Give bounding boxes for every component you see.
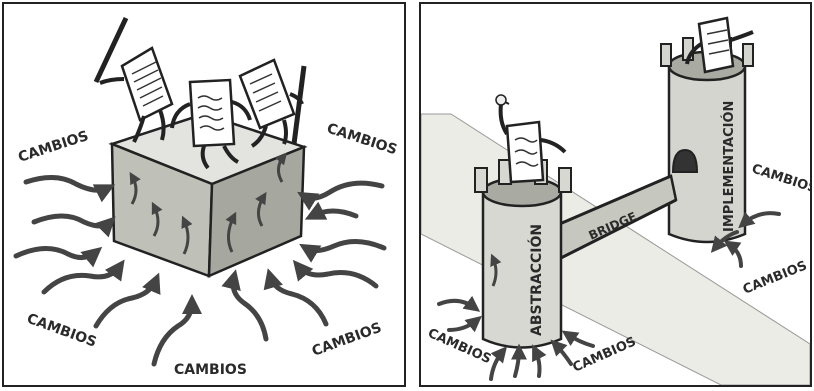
implementation-tower: [661, 18, 753, 242]
abstraction-tower-label: ABSTRACCIÓN: [527, 224, 545, 336]
implementation-tower-label: IMPLEMENTACIÓN: [721, 101, 737, 232]
abstraction-tower: [475, 95, 571, 348]
figure-left: [96, 18, 172, 142]
monolith-panel: CAMBIOS CAMBIOS CAMBIOS CAMBIOS CAMBIOS: [2, 2, 406, 387]
cambios-label-bottom-left: CAMBIOS: [25, 311, 99, 351]
cambios-label-bottom-right: CAMBIOS: [310, 320, 384, 360]
cambios-label-top-right: CAMBIOS: [325, 121, 399, 159]
bridge-panel: ABSTRACCIÓN BRIDGE IMPLEMENTACIÓN CAMBIO…: [419, 2, 812, 387]
monolith-drawing: CAMBIOS CAMBIOS CAMBIOS CAMBIOS CAMBIOS: [4, 4, 404, 385]
cambios-label-top-left: CAMBIOS: [16, 128, 90, 166]
bridge-drawing: ABSTRACCIÓN BRIDGE IMPLEMENTACIÓN CAMBIO…: [421, 4, 810, 385]
cambios-label-bottom-center: CAMBIOS: [174, 362, 247, 378]
cambios-label-right-top: CAMBIOS: [750, 162, 810, 197]
cambios-label-right-bottom: CAMBIOS: [741, 258, 809, 297]
